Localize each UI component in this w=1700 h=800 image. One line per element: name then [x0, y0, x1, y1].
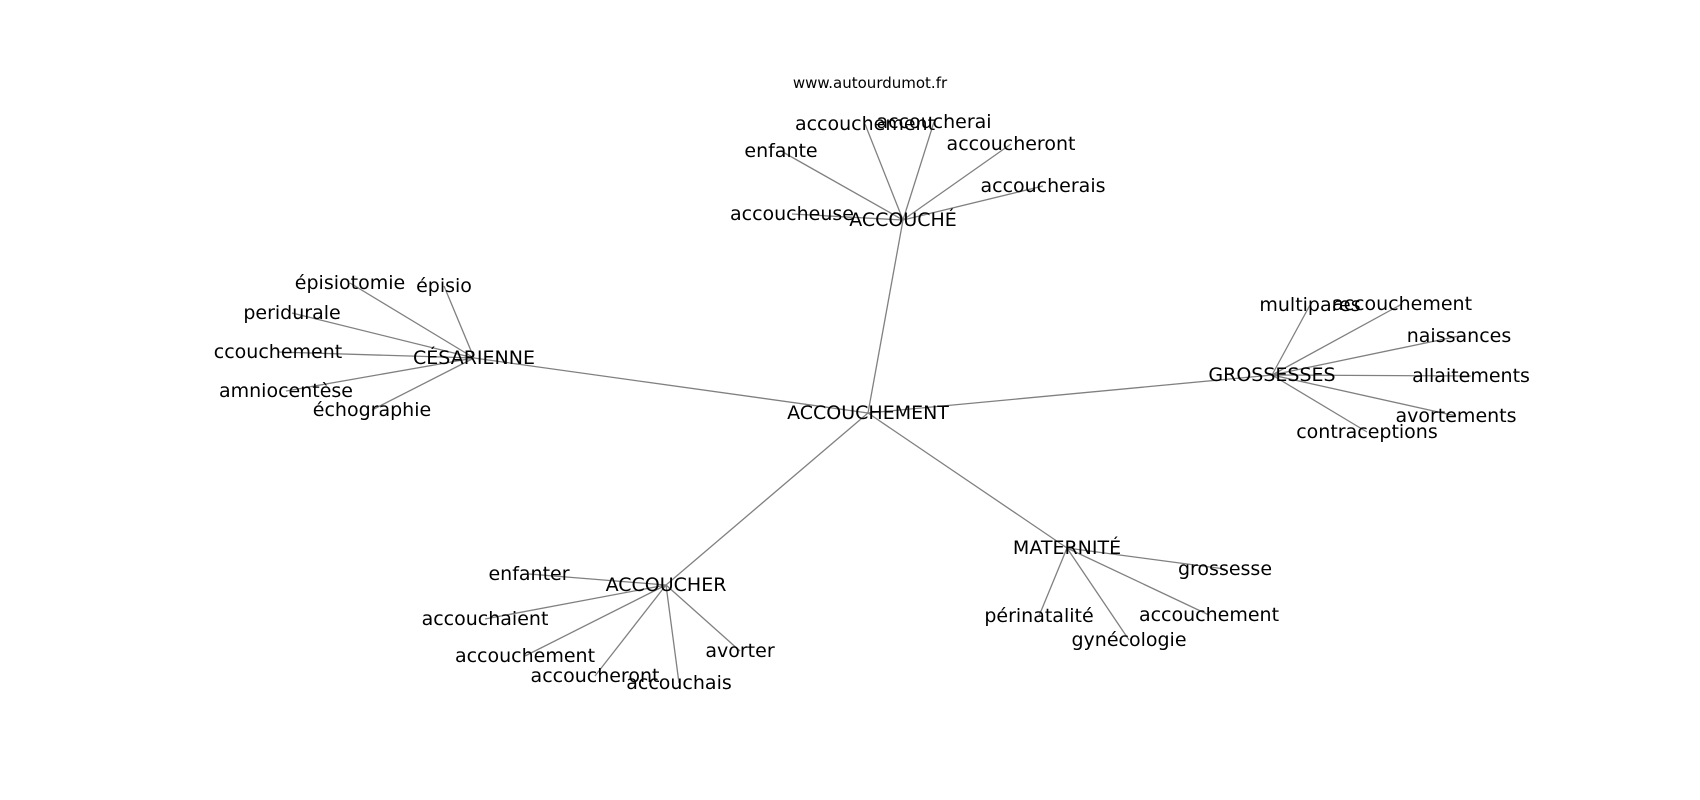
edge-hub-leaf [665, 584, 741, 652]
edge-hub-leaf [291, 312, 475, 359]
leaf-node: enfanter [488, 563, 569, 585]
leaf-node: peridurale [243, 302, 340, 324]
leaf-node: accouchaient [422, 608, 549, 630]
edge-center-hub [867, 219, 904, 414]
edge-hub-leaf [902, 143, 1012, 221]
leaf-node: allaitements [1412, 365, 1530, 387]
leaf-node: accoucherais [980, 175, 1105, 197]
leaf-node: accouchement [455, 645, 595, 667]
edge-hub-leaf [1038, 547, 1068, 617]
leaf-node: avorter [705, 640, 774, 662]
graph-edges [277, 121, 1472, 684]
leaf-node: accouchement [1332, 293, 1472, 315]
edge-hub-leaf [1066, 547, 1226, 570]
edge-hub-leaf [902, 121, 935, 221]
edge-center-hub [473, 357, 869, 414]
edge-hub-leaf [524, 584, 667, 657]
leaf-node: accouchement [1139, 604, 1279, 626]
edge-hub-leaf [528, 573, 667, 586]
edge-hub-leaf [1271, 335, 1460, 376]
leaf-node: accoucheront [947, 133, 1076, 155]
edge-hub-leaf [371, 357, 475, 411]
leaf-node: naissances [1407, 325, 1511, 347]
leaf-node: avortements [1395, 405, 1516, 427]
edge-hub-leaf [349, 282, 475, 359]
hub-node: ACCOUCHÉ [849, 208, 957, 231]
edge-hub-leaf [1066, 547, 1210, 616]
leaf-node: gynécologie [1071, 629, 1186, 651]
edge-hub-leaf [285, 357, 475, 392]
leaf-node: épisiotomie [295, 272, 405, 294]
hub-node: CÉSARIENNE [413, 346, 535, 369]
edge-center-hub [665, 412, 869, 586]
leaf-node: accoucheuse [730, 203, 854, 225]
edge-hub-leaf [1271, 304, 1311, 376]
hub-node: ACCOUCHER [606, 574, 727, 596]
leaf-node: ccouchement [214, 341, 342, 363]
leaf-node: épisio [416, 275, 472, 297]
leaf-node: accouchement [795, 113, 935, 135]
edge-center-hub [867, 374, 1273, 414]
site-watermark: www.autourdumot.fr [793, 74, 948, 92]
hub-node: MATERNITÉ [1013, 536, 1121, 559]
leaf-node: échographie [313, 399, 431, 421]
leaf-node: accoucherai [876, 111, 991, 133]
edge-hub-leaf [1271, 303, 1403, 376]
edge-hub-leaf [484, 584, 667, 620]
edge-hub-leaf [594, 584, 667, 677]
edge-hub-leaf [902, 185, 1044, 221]
leaf-node: contraceptions [1296, 421, 1438, 443]
center-node: ACCOUCHEMENT [787, 402, 949, 424]
leaf-node: enfante [744, 140, 817, 162]
leaf-node: périnatalité [984, 605, 1093, 627]
edge-hub-leaf [665, 584, 680, 684]
leaf-node: multipares [1259, 294, 1360, 316]
edge-hub-leaf [277, 351, 475, 359]
edge-hub-leaf [791, 213, 904, 221]
hub-node: GROSSESSES [1208, 364, 1335, 386]
edge-hub-leaf [780, 150, 904, 221]
leaf-node: grossesse [1178, 558, 1272, 580]
leaf-node: accouchais [626, 672, 732, 694]
edge-hub-leaf [864, 123, 904, 221]
edge-hub-leaf [1066, 547, 1130, 641]
leaf-node: amniocentèse [219, 380, 353, 402]
edge-hub-leaf [1271, 374, 1472, 377]
edge-center-hub [867, 412, 1068, 549]
edge-hub-leaf [1271, 374, 1368, 433]
leaf-node: accoucheront [531, 665, 660, 687]
edge-hub-leaf [443, 285, 475, 359]
edge-hub-leaf [1271, 374, 1457, 417]
